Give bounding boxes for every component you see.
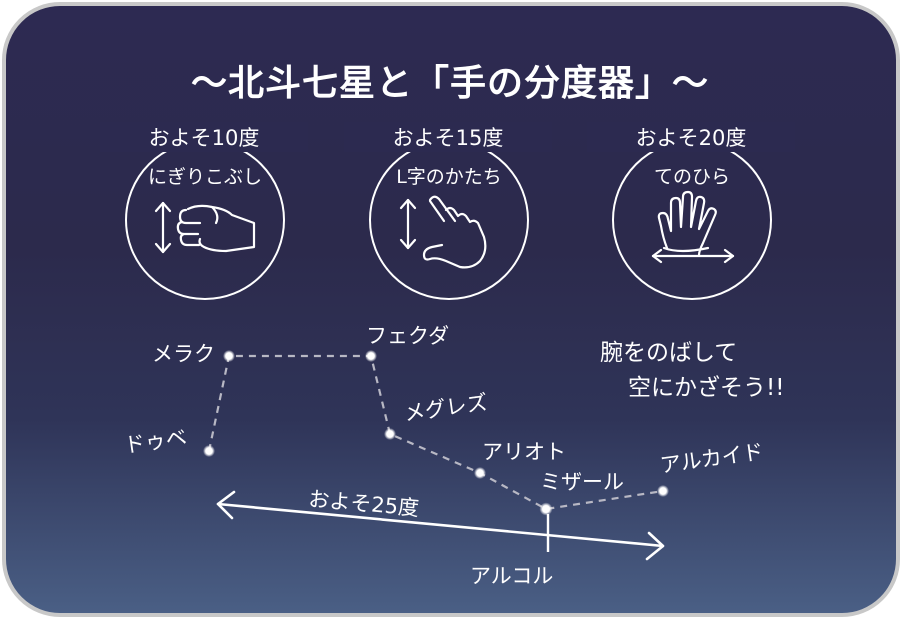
gauge-gesture-label: てのひら: [653, 166, 730, 188]
star-label-phecda: フェクダ: [366, 324, 450, 348]
star-label-alcor: アルコル: [470, 564, 554, 588]
span-arrow: [216, 490, 665, 561]
star-dubhe: [203, 445, 215, 457]
gauge-angle-label: およそ10度: [100, 122, 308, 152]
star-label-merak: メラク: [152, 342, 215, 366]
star-merak: [223, 350, 235, 362]
stars: [203, 350, 669, 516]
gauge-gesture-label: L字のかたち: [396, 166, 502, 188]
star-label-mizar: ミザール: [540, 470, 624, 494]
note-line-2: 空にかざそう!!: [628, 375, 785, 401]
gauge-angle-label: およそ20度: [587, 122, 795, 152]
open-palm-icon: [651, 190, 735, 264]
star-alkaid: [657, 485, 669, 497]
gauge-gesture-label: にぎりこぶし: [147, 166, 262, 188]
l-shape-hand-icon: [399, 195, 487, 269]
star-label-alioth: アリオト: [482, 440, 566, 464]
star-megrez: [384, 428, 396, 440]
gauge-angle-label: およそ15度: [344, 122, 552, 152]
fist-icon: [154, 201, 256, 254]
star-mizar: [539, 502, 553, 516]
page-title: ～北斗七星と「手の分度器」～: [190, 63, 709, 104]
star-phecda: [365, 350, 377, 362]
note-line-1: 腕をのばして: [600, 340, 738, 366]
star-alioth: [474, 467, 486, 479]
